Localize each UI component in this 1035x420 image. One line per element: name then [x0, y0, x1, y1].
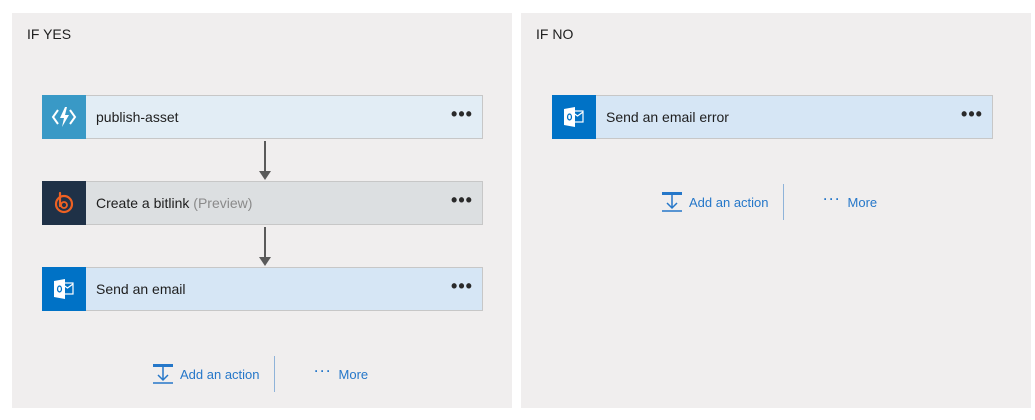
step-menu-button[interactable]: •••: [961, 104, 983, 124]
outlook-icon: [42, 266, 86, 311]
step-menu-button[interactable]: •••: [451, 276, 473, 296]
if-yes-panel: IF YES publish-asset ••• Creat: [12, 13, 512, 408]
flow-arrow: [259, 141, 271, 183]
more-button[interactable]: ··· More: [823, 192, 878, 210]
preview-tag: (Preview): [193, 195, 253, 211]
no-actions-row: Add an action ··· More: [661, 184, 877, 220]
more-dots-icon: ···: [314, 364, 333, 378]
add-action-label: Add an action: [180, 366, 260, 382]
actions-divider: [782, 184, 784, 220]
step-publish-asset[interactable]: publish-asset •••: [42, 94, 483, 139]
azure-function-icon: [42, 94, 86, 139]
add-action-icon: [662, 192, 682, 212]
more-dots-icon: ···: [823, 192, 842, 206]
more-label: More: [847, 194, 878, 210]
actions-divider: [273, 356, 275, 392]
step-send-email-error[interactable]: Send an email error •••: [552, 94, 993, 139]
step-label: Send an email: [96, 281, 186, 297]
bitly-icon: [42, 180, 86, 225]
step-label: Create a bitlink (Preview): [96, 195, 442, 211]
step-create-bitlink[interactable]: Create a bitlink (Preview) •••: [42, 180, 483, 225]
step-label: Send an email error: [606, 109, 729, 125]
step-menu-button[interactable]: •••: [451, 104, 473, 124]
step-label: publish-asset: [96, 109, 179, 125]
if-no-title: IF NO: [536, 26, 574, 42]
add-action-label: Add an action: [689, 194, 769, 210]
more-button[interactable]: ··· More: [314, 364, 369, 382]
step-send-email[interactable]: Send an email •••: [42, 266, 483, 311]
if-yes-title: IF YES: [27, 26, 72, 42]
step-label-text: Create a bitlink: [96, 195, 190, 211]
flow-arrow: [259, 227, 271, 269]
add-action-button[interactable]: Add an action: [661, 191, 769, 213]
step-menu-button[interactable]: •••: [451, 190, 473, 210]
add-action-button[interactable]: Add an action: [152, 363, 260, 385]
more-label: More: [338, 366, 369, 382]
add-action-icon: [153, 364, 173, 384]
outlook-icon: [552, 94, 596, 139]
if-no-panel: IF NO Send an email error ••• Add an act…: [521, 13, 1031, 408]
yes-actions-row: Add an action ··· More: [152, 356, 368, 392]
